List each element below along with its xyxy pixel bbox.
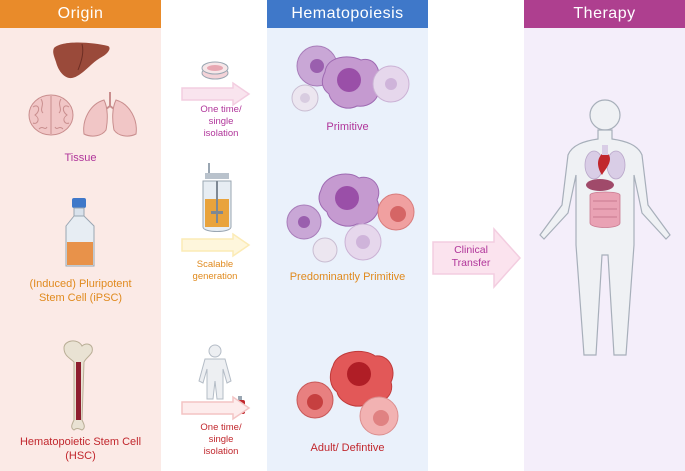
bioreactor-icon: [202, 163, 232, 232]
process-label-3: One time/ single isolation: [200, 422, 242, 457]
primitive-label: Primitive: [326, 121, 369, 133]
adult-label: Adult/ Defintive: [310, 442, 385, 454]
human-body-icon: [539, 99, 671, 356]
lungs-icon: [83, 92, 137, 137]
origin-panel: Origin Tissue (Induced) Pluripotent Stem…: [0, 0, 161, 471]
process-arrow-3: [181, 395, 251, 421]
hematopoiesis-panel: Hematopoiesis Primitive Predominantly Pr…: [267, 0, 428, 471]
predominantly-primitive-cells: [286, 173, 415, 263]
therapy-panel: Therapy: [524, 0, 685, 471]
process-label-2: Scalable generation: [192, 259, 238, 282]
hsc-label: Hematopoietic Stem Cell (HSC): [19, 436, 142, 462]
clinical-transfer-label: Clinical Transfer: [451, 244, 491, 269]
clinical-transfer-arrow: [432, 227, 522, 289]
bone-icon: [63, 340, 93, 431]
process-arrow-1: [181, 81, 251, 107]
culture-flask-icon: [65, 198, 95, 267]
donor-figure-icon: [198, 344, 232, 400]
primitive-cells: [291, 45, 410, 112]
process-column: One time/ single isolation Scalable gene…: [161, 0, 267, 471]
brain-icon: [28, 94, 74, 136]
process-arrow-2: [181, 232, 251, 258]
petri-dish-icon: [201, 61, 229, 80]
therapy-header: Therapy: [524, 0, 685, 28]
hematopoiesis-header: Hematopoiesis: [267, 0, 428, 28]
origin-header: Origin: [0, 0, 161, 28]
predominantly-primitive-label: Predominantly Primitive: [289, 271, 406, 283]
ipsc-label: (Induced) Pluripotent Stem Cell (iPSC): [29, 278, 132, 304]
liver-icon: [53, 42, 110, 79]
adult-cells: [296, 350, 399, 436]
process-label-1: One time/ single isolation: [200, 104, 242, 139]
tissue-label: Tissue: [64, 152, 97, 164]
